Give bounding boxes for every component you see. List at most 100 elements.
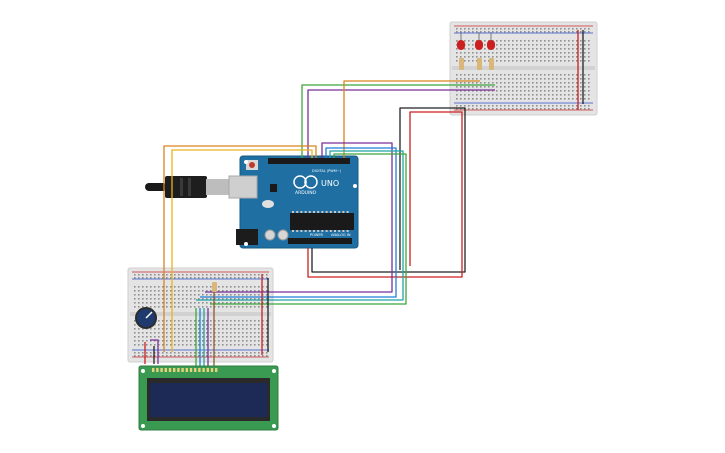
breadboard-hole xyxy=(210,286,212,288)
breadboard-hole xyxy=(540,40,542,42)
breadboard-hole xyxy=(556,52,558,54)
breadboard-hole xyxy=(226,344,228,346)
breadboard-hole xyxy=(588,44,590,46)
breadboard-hole xyxy=(500,44,502,46)
breadboard-hole xyxy=(584,74,586,76)
wire-green-top[interactable] xyxy=(301,84,495,158)
breadboard-hole xyxy=(552,60,554,62)
arduino-uno[interactable]: ARDUINO UNO DIGITAL (PWM~) POWER ANALOG … xyxy=(228,155,359,249)
breadboard-hole xyxy=(500,40,502,42)
wire-orange-lcd[interactable] xyxy=(163,145,317,352)
breadboard-hole xyxy=(210,340,212,342)
wire-yellow-lcd[interactable] xyxy=(171,149,313,352)
wire-orange-top[interactable] xyxy=(343,80,480,158)
breadboard-hole xyxy=(242,332,244,334)
breadboard-hole xyxy=(480,108,482,110)
breadboard-hole xyxy=(186,328,188,330)
lcd-pin xyxy=(177,368,180,372)
wire-black-gnd[interactable] xyxy=(311,107,466,273)
breadboard-hole xyxy=(584,31,586,33)
breadboard-hole xyxy=(520,108,522,110)
breadboard-hole xyxy=(202,324,204,326)
breadboard-hole xyxy=(238,340,240,342)
breadboard-hole xyxy=(134,302,136,304)
breadboard-hole xyxy=(182,328,184,330)
breadboard-hole xyxy=(548,74,550,76)
breadboard-hole xyxy=(166,340,168,342)
breadboard-hole xyxy=(174,290,176,292)
backlight-resistor[interactable] xyxy=(212,282,217,292)
wire-blue-lcd[interactable] xyxy=(200,147,397,298)
resistor[interactable] xyxy=(459,58,464,70)
breadboard-hole xyxy=(246,344,248,346)
chip-pin xyxy=(346,230,349,232)
breadboard-hole xyxy=(460,74,462,76)
breadboard-hole xyxy=(158,274,160,276)
breadboard-hole xyxy=(504,86,506,88)
chip-pin xyxy=(346,211,349,213)
breadboard-hole xyxy=(218,274,220,276)
breadboard-hole xyxy=(560,78,562,80)
breadboard-hole xyxy=(162,328,164,330)
breadboard-hole xyxy=(540,44,542,46)
breadboard-hole xyxy=(500,94,502,96)
wire-red-5v[interactable] xyxy=(307,111,463,278)
breadboard-hole xyxy=(568,31,570,33)
breadboard-hole xyxy=(512,108,514,110)
potentiometer[interactable] xyxy=(135,307,157,329)
breadboard-hole xyxy=(556,31,558,33)
breadboard-hole xyxy=(190,336,192,338)
breadboard-hole xyxy=(222,344,224,346)
breadboard-hole xyxy=(218,286,220,288)
chip-pin xyxy=(329,230,332,232)
breadboard-hole xyxy=(234,352,236,354)
breadboard-hole xyxy=(210,332,212,334)
breadboard-hole xyxy=(198,294,200,296)
breadboard-hole xyxy=(532,98,534,100)
resistor[interactable] xyxy=(477,58,482,70)
wire-pot-purple[interactable] xyxy=(150,339,159,364)
breadboard-hole xyxy=(222,320,224,322)
breadboard-hole xyxy=(584,90,586,92)
breadboard-hole xyxy=(258,306,260,308)
breadboard-hole xyxy=(560,108,562,110)
resistor[interactable] xyxy=(489,58,494,70)
breadboard-hole xyxy=(258,277,260,279)
breadboard-hole xyxy=(588,98,590,100)
breadboard-hole xyxy=(238,328,240,330)
breadboard-hole xyxy=(468,105,470,107)
breadboard-hole xyxy=(250,332,252,334)
usb-cable[interactable] xyxy=(145,176,230,198)
breadboard-hole xyxy=(166,328,168,330)
breadboard-hole xyxy=(238,320,240,322)
breadboard-hole xyxy=(564,82,566,84)
breadboard-hole xyxy=(496,31,498,33)
wire-teal-lcd[interactable] xyxy=(196,150,404,301)
breadboard-hole xyxy=(206,355,208,357)
breadboard-hole xyxy=(258,302,260,304)
breadboard-hole xyxy=(512,94,514,96)
breadboard-hole xyxy=(512,82,514,84)
wire-purple-top[interactable] xyxy=(307,89,495,158)
led[interactable] xyxy=(457,32,465,70)
breadboard-hole xyxy=(222,352,224,354)
breadboard-hole xyxy=(162,340,164,342)
wire-green-lcd[interactable] xyxy=(210,153,407,305)
breadboard-hole xyxy=(242,302,244,304)
lcd-display[interactable] xyxy=(138,365,279,431)
breadboard-hole xyxy=(202,306,204,308)
breadboard-hole xyxy=(456,60,458,62)
reset-button[interactable] xyxy=(249,162,255,168)
breadboard-hole xyxy=(202,340,204,342)
breadboard-hole xyxy=(536,90,538,92)
breadboard-hole xyxy=(536,31,538,33)
led[interactable] xyxy=(475,32,483,70)
breadboard-hole xyxy=(210,355,212,357)
breadboard-hole xyxy=(564,28,566,30)
breadboard-top[interactable] xyxy=(449,21,598,116)
breadboard-hole xyxy=(572,82,574,84)
breadboard-hole xyxy=(516,52,518,54)
wire-purple-lcd[interactable] xyxy=(205,142,393,293)
led[interactable] xyxy=(487,32,495,70)
breadboard-hole xyxy=(254,332,256,334)
